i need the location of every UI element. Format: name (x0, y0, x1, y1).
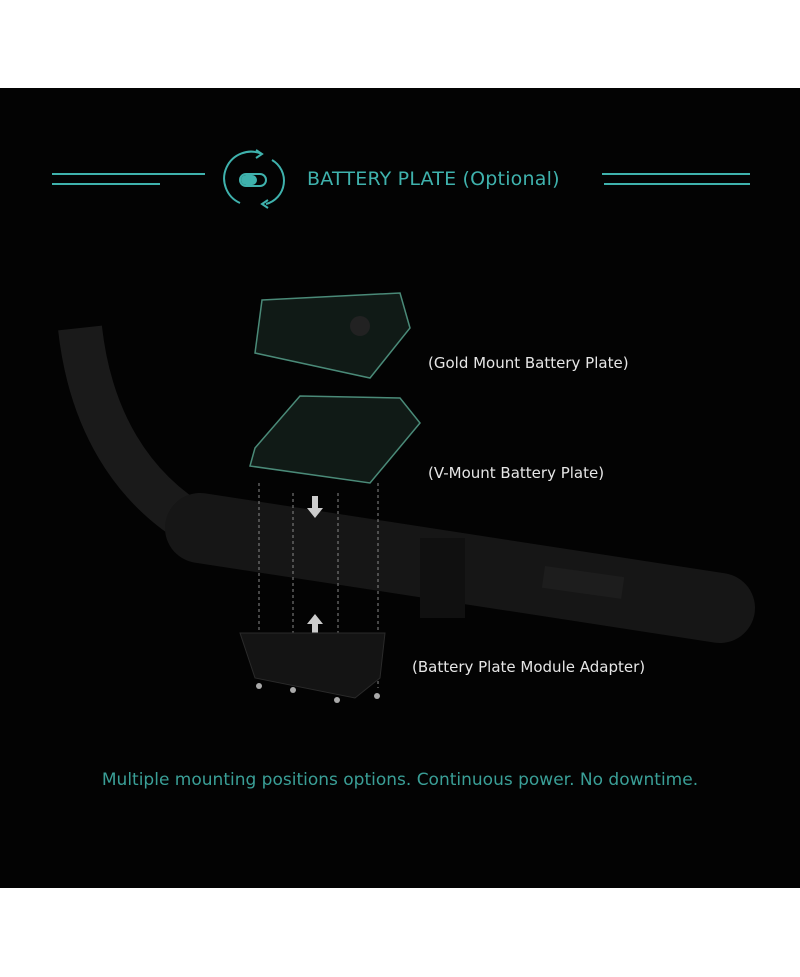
v-mount-plate (249, 395, 421, 484)
header-lines-left (52, 173, 205, 185)
section-title: BATTERY PLATE (Optional) (307, 168, 560, 190)
v-mount-label: (V-Mount Battery Plate) (428, 464, 605, 482)
product-illustration (52, 149, 755, 703)
tagline: Multiple mounting positions options. Con… (101, 770, 699, 790)
product-panel: BATTERY PLATE (Optional) (Gold Mount Bat… (0, 88, 800, 888)
arrow-icons (307, 496, 323, 636)
gold-mount-plate (254, 292, 411, 379)
header-lines-right (602, 173, 750, 185)
battery-plate-adapter (239, 632, 386, 703)
battery-swap-icon (223, 149, 285, 209)
handle-tube (58, 325, 755, 643)
gold-mount-label: (Gold Mount Battery Plate) (428, 354, 629, 372)
adapter-label: (Battery Plate Module Adapter) (412, 658, 646, 676)
